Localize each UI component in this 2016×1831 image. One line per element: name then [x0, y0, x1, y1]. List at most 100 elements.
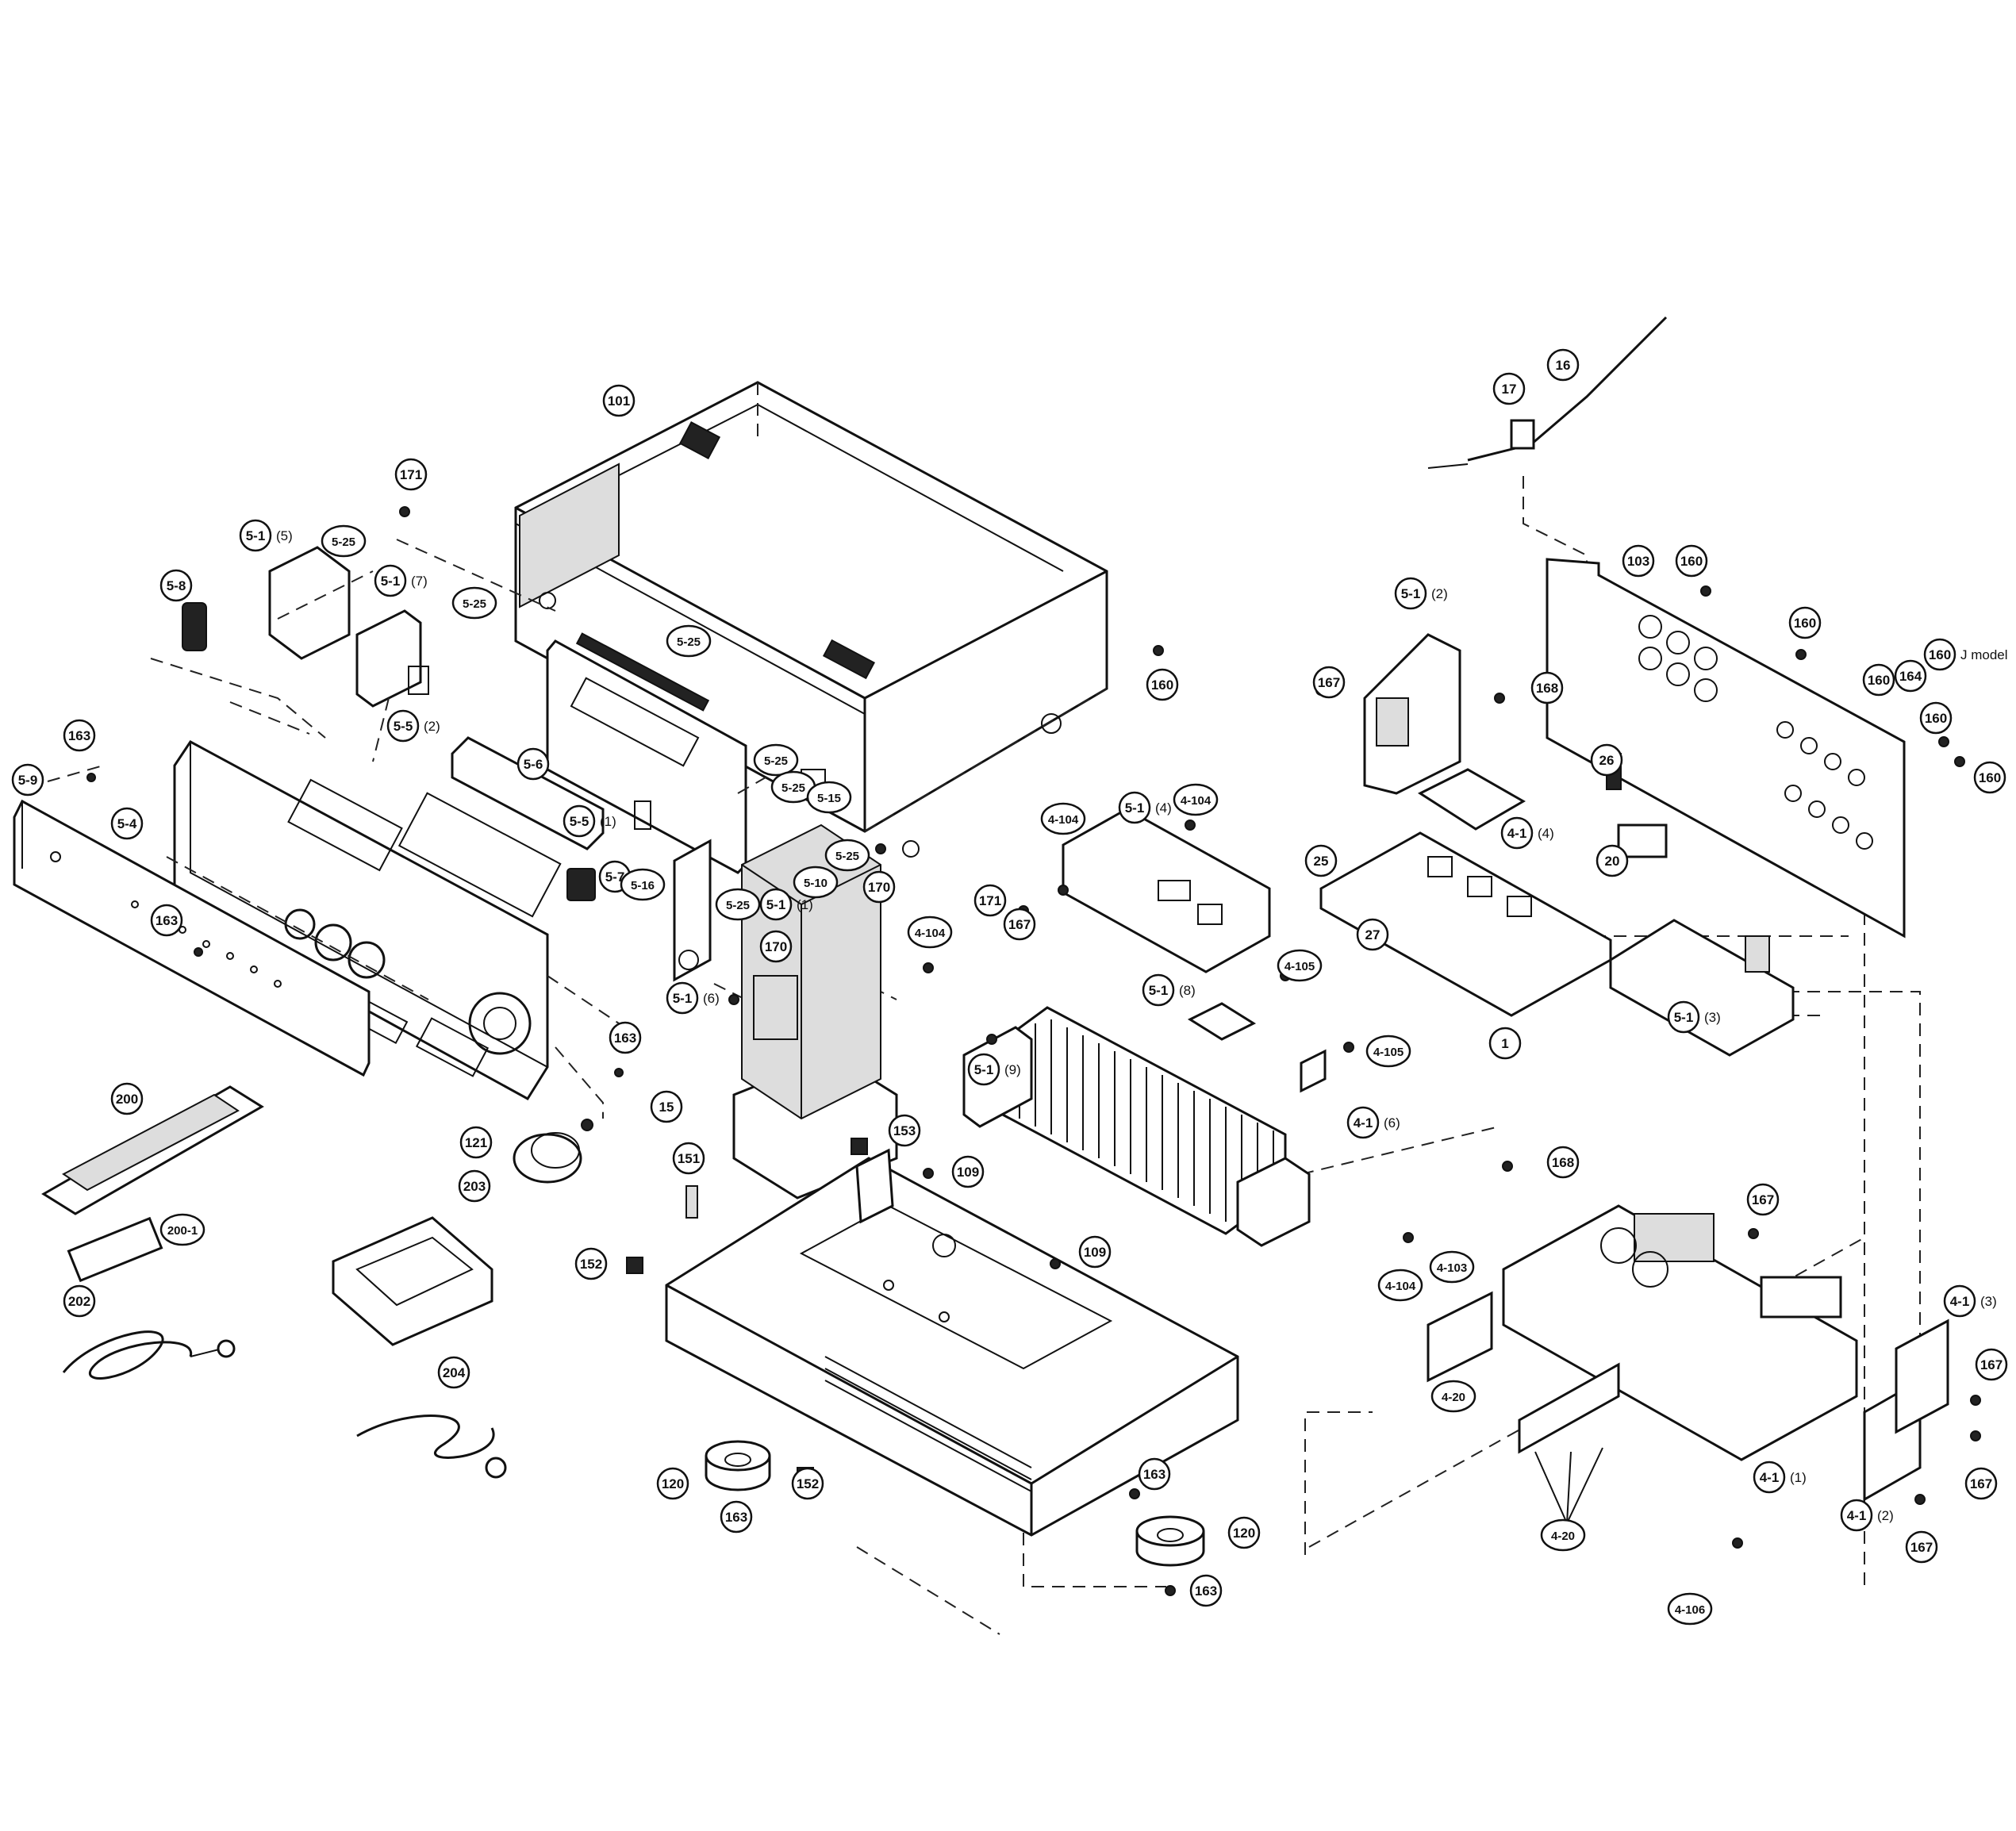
callout-bubble — [1923, 638, 1956, 671]
callout-bubble — [1142, 973, 1175, 1007]
callout-27: 27 — [1356, 918, 1389, 951]
callout-bubble — [1590, 743, 1623, 777]
callout-151: 151 — [672, 1142, 705, 1175]
front-panel-5-4 — [173, 740, 549, 1100]
callout-163f: 163 — [1189, 1574, 1223, 1607]
rear-pcb-5-1-2 — [1363, 633, 1461, 795]
callout-5-25g: 5-25 — [715, 888, 761, 921]
callout-bubble — [1356, 918, 1389, 951]
callout-label: 5-1 — [1125, 800, 1145, 816]
callout-bubble — [967, 1053, 1000, 1086]
callout-label: 15 — [659, 1100, 674, 1115]
leader-lines — [1534, 1447, 1603, 1524]
callout-bubble — [1788, 606, 1822, 639]
callout-160g: 160 — [1973, 761, 2006, 794]
cable-204 — [356, 1415, 507, 1479]
callout-label: 168 — [1536, 681, 1558, 696]
callout-suffix: (9) — [1004, 1062, 1021, 1077]
callout-170a: 170 — [862, 870, 896, 904]
callout-164: 164 — [1894, 659, 1927, 693]
callout-suffix: (1) — [600, 814, 616, 829]
callout-label: 203 — [463, 1179, 486, 1194]
callout-163a: 163 — [63, 719, 96, 752]
callout-bubble — [386, 709, 420, 743]
callout-bubble — [666, 981, 699, 1015]
callout-label: 164 — [1899, 669, 1922, 684]
callout-label: 153 — [893, 1123, 916, 1138]
callout-bubble — [574, 1247, 608, 1280]
callout-4-104d: 4-104 — [1377, 1269, 1423, 1302]
callout-163b: 163 — [150, 904, 183, 937]
callout-label: 160 — [1925, 711, 1947, 726]
callout-bubble — [1975, 1348, 2008, 1381]
callout-bubble — [63, 1284, 96, 1318]
callout-bubble — [1943, 1284, 1976, 1318]
callout-bubble — [1862, 663, 1895, 697]
callout-5-25a: 5-25 — [321, 524, 367, 558]
bottom-chassis — [665, 1148, 1239, 1537]
callout-121: 121 — [459, 1126, 493, 1159]
callout-bubble — [1078, 1235, 1112, 1269]
callout-label: 5-10 — [804, 877, 828, 890]
callout-bubble — [793, 866, 839, 899]
callout-bubble — [110, 807, 144, 840]
callout-bubble — [1040, 802, 1086, 835]
callout-label: 5-9 — [18, 773, 38, 788]
callout-label: 200-1 — [167, 1224, 198, 1238]
callout-label: 120 — [1233, 1526, 1255, 1541]
callout-160b: 160 — [1675, 544, 1708, 578]
callout-label: 5-25 — [332, 535, 355, 549]
callout-suffix: (7) — [411, 574, 428, 589]
callout-label: 167 — [1970, 1476, 1992, 1491]
callout-suffix: (1) — [1790, 1470, 1807, 1485]
callout-5-1-2: 5-1(2) — [1394, 577, 1448, 610]
rear-panel-103 — [1546, 558, 1906, 939]
callout-label: 5-1 — [974, 1062, 994, 1077]
callout-bubble — [672, 1142, 705, 1175]
amp-pcb-5-1-4 — [962, 808, 1327, 1128]
callout-label: 5-5 — [570, 814, 589, 829]
fm-antenna-202 — [62, 1330, 236, 1380]
callout-bubble — [1667, 1000, 1700, 1034]
callout-suffix: (2) — [424, 719, 440, 734]
callout-label: 5-25 — [463, 597, 486, 611]
callout-label: 5-1 — [1674, 1010, 1694, 1025]
callout-bubble — [1596, 844, 1629, 877]
callout-label: 170 — [868, 880, 890, 895]
callout-168a: 168 — [1530, 671, 1564, 704]
callout-167c: 167 — [1746, 1183, 1780, 1216]
callout-label: 120 — [662, 1476, 684, 1491]
callout-label: 5-25 — [781, 781, 805, 795]
callout-bubble — [1488, 1027, 1522, 1060]
callout-bubble — [907, 916, 953, 949]
callout-bubble — [1377, 1269, 1423, 1302]
callout-bubble — [1394, 577, 1427, 610]
callout-label: 5-8 — [167, 578, 186, 593]
callout-label: 121 — [465, 1135, 487, 1150]
callout-26: 26 — [1590, 743, 1623, 777]
callout-bubble — [159, 569, 193, 602]
foot-120b — [1135, 1515, 1205, 1567]
callout-suffix: (2) — [1431, 586, 1448, 601]
callout-bubble — [753, 743, 799, 777]
callout-bubble — [1118, 791, 1151, 824]
callout-160d: 160 — [1862, 663, 1895, 697]
callout-label: 160 — [1868, 673, 1890, 688]
callout-bubble — [1840, 1499, 1873, 1532]
spring-151 — [685, 1185, 698, 1219]
callout-label: 160 — [1929, 647, 1951, 662]
callout-bubble — [1146, 668, 1179, 701]
callout-label: 170 — [765, 939, 787, 954]
callout-label: 5-25 — [677, 635, 701, 649]
callout-167d: 167 — [1975, 1348, 2008, 1381]
callout-label: 167 — [1980, 1357, 2003, 1372]
callout-bubble — [451, 586, 497, 620]
callout-bubble — [1667, 1592, 1713, 1626]
callout-163e: 163 — [1138, 1457, 1171, 1491]
callout-4-1-4: 4-1(4) — [1500, 816, 1554, 850]
callout-5-1-6: 5-1(6) — [666, 981, 720, 1015]
callout-suffix: (4) — [1155, 800, 1172, 816]
callout-label: 204 — [443, 1365, 466, 1380]
chassis-vent-slots — [824, 1356, 1032, 1492]
callout-4-103: 4-103 — [1429, 1250, 1475, 1284]
